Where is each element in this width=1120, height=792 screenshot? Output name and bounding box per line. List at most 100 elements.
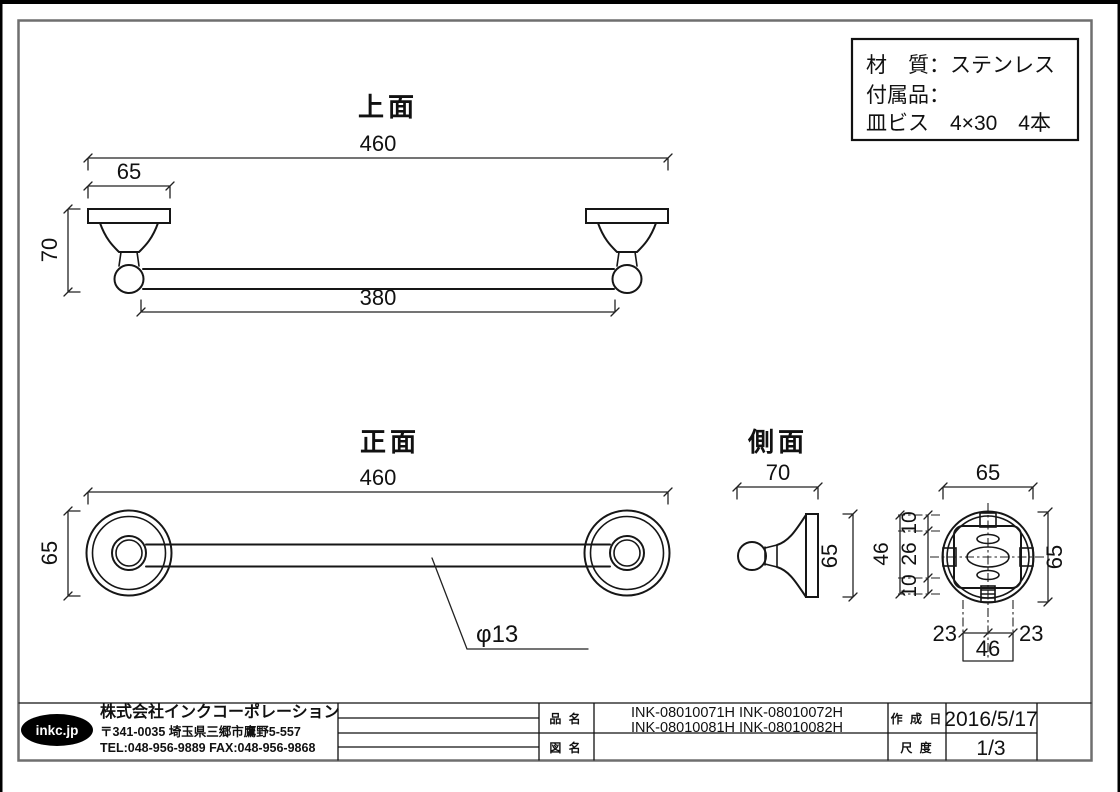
top-view-left-bracket: [87, 208, 171, 294]
side-view-dim-height: 65: [817, 509, 858, 602]
dim-label-70: 70: [37, 238, 62, 262]
bar-boss-inner: [115, 539, 143, 567]
accessory-line: 付属品：: [866, 84, 950, 107]
dim-label-phi13: φ13: [476, 621, 518, 648]
top-view-dim-plate: 65: [83, 159, 175, 199]
bar-end-ball: [611, 264, 643, 294]
dim-label-46: 46: [870, 542, 893, 565]
back-plate-dim-width: 65: [938, 460, 1038, 500]
bracket-bell: [776, 514, 807, 598]
leader-line: [431, 557, 589, 650]
dim-label-65: 65: [117, 159, 141, 184]
right-tab: [1019, 547, 1034, 567]
company-address: 〒341-0035 埼玉県三郷市鷹野5-557: [100, 724, 301, 739]
wall-plate: [805, 513, 819, 598]
bracket-stem: [118, 251, 140, 267]
bar-boss-outer: [609, 535, 645, 571]
bar-end-ball: [113, 264, 145, 294]
back-plate-object: [941, 510, 1035, 604]
bar-boss-outer: [111, 535, 147, 571]
left-tab: [942, 547, 957, 567]
bracket-stem: [616, 251, 638, 267]
part-name-label: 品 名: [549, 711, 582, 726]
dim-label-65: 65: [817, 544, 842, 568]
page-border: [17, 19, 1093, 762]
front-view-dim-height: 65: [37, 506, 81, 601]
top-notch: [979, 512, 997, 528]
bar-boss-inner: [613, 539, 641, 567]
top-view-dim-width: 460: [83, 131, 673, 171]
company-area: inkc.jp 株式会社インクコーポレーション 〒341-0035 埼玉県三郷市…: [21, 702, 340, 755]
top-view-title: 上面: [358, 92, 418, 122]
title-block-column-lines: [337, 703, 1038, 761]
screw-hole-bottom: [976, 569, 1000, 581]
wall-plate: [585, 208, 669, 224]
side-view: 側面 70 65: [732, 427, 858, 602]
dim-label-70: 70: [766, 460, 790, 485]
front-view: 正面 460 65 φ13: [37, 427, 673, 650]
bracket-bell: [99, 222, 159, 253]
top-view-right-bracket: [585, 208, 669, 294]
set-screw: [980, 585, 996, 603]
drawing-name-label: 図 名: [549, 740, 582, 755]
date-value: 2016/5/17: [944, 708, 1037, 731]
title-block: inkc.jp 株式会社インクコーポレーション 〒341-0035 埼玉県三郷市…: [18, 702, 1092, 761]
top-view: 上面 460 65 70 380: [37, 92, 673, 317]
escutcheon-inner-ring: [589, 515, 665, 591]
dim-label-10-top: 10: [898, 511, 921, 534]
front-view-left-escutcheon: [85, 509, 173, 597]
part-numbers-line2: INK-08010081H INK-08010082H: [631, 720, 843, 736]
dim-label-46-bottom: 46: [976, 636, 1000, 661]
side-view-dim-depth: 70: [732, 460, 823, 500]
scan-edge-top: [0, 0, 1120, 4]
company-logo-text: inkc.jp: [36, 723, 79, 738]
material-note-frame: [850, 37, 1080, 142]
bar-diameter-callout: φ13: [431, 557, 589, 650]
wall-plate: [87, 208, 171, 224]
top-view-dim-depth: 70: [37, 204, 81, 297]
material-note-box: 材 質：ステンレス 付属品： 皿ビス 4×30 4本: [850, 37, 1080, 142]
dim-label-26: 26: [898, 542, 921, 565]
side-view-object: [737, 513, 819, 598]
front-view-title: 正面: [360, 427, 420, 457]
back-plate-dim-chain: 46 10 26 10: [870, 510, 940, 599]
escutcheon-outer-ring: [583, 509, 671, 597]
dim-label-65: 65: [976, 460, 1000, 485]
scan-edge-left: [0, 0, 3, 792]
company-logo: [21, 714, 93, 746]
company-name: 株式会社インクコーポレーション: [100, 702, 340, 721]
dim-label-65: 65: [1042, 545, 1067, 569]
front-view-dim-width: 460: [83, 465, 673, 505]
dim-label-460: 460: [360, 465, 397, 490]
mount-square: [953, 525, 1022, 589]
screw-spec-line: 皿ビス 4×30 4本: [866, 112, 1051, 135]
front-view-right-escutcheon: [583, 509, 671, 597]
center-hole: [966, 546, 1010, 568]
date-label: 作 成 日: [891, 711, 944, 726]
company-contact: TEL:048-956-9889 FAX:048-956-9868: [100, 741, 315, 755]
bar-end-ball: [737, 541, 767, 571]
back-plate-dim-height: 65: [1037, 507, 1067, 607]
back-plate-dim-holes: 23 23 46: [933, 600, 1043, 662]
bracket-stem: [764, 544, 778, 568]
front-view-bar: [145, 543, 611, 568]
dim-label-65: 65: [37, 541, 62, 565]
back-plate-view: 65 65 46: [870, 460, 1067, 662]
side-view-title: 側面: [747, 427, 808, 457]
dim-label-10-bottom: 10: [898, 574, 921, 597]
screw-hole-top: [976, 533, 1000, 545]
escutcheon-inner-ring: [91, 515, 167, 591]
top-view-bar: [142, 268, 615, 290]
dim-label-23-left: 23: [933, 621, 957, 646]
bracket-bell: [597, 222, 657, 253]
escutcheon-outer-ring: [85, 509, 173, 597]
dim-label-460: 460: [360, 131, 397, 156]
scale-label: 尺 度: [900, 740, 933, 755]
scan-edge-right: [1117, 0, 1120, 792]
revision-row-lines: [338, 717, 539, 748]
material-line: 材 質：ステンレス: [866, 54, 1055, 77]
scale-value: 1/3: [976, 737, 1005, 760]
dim-label-23-right: 23: [1019, 621, 1043, 646]
